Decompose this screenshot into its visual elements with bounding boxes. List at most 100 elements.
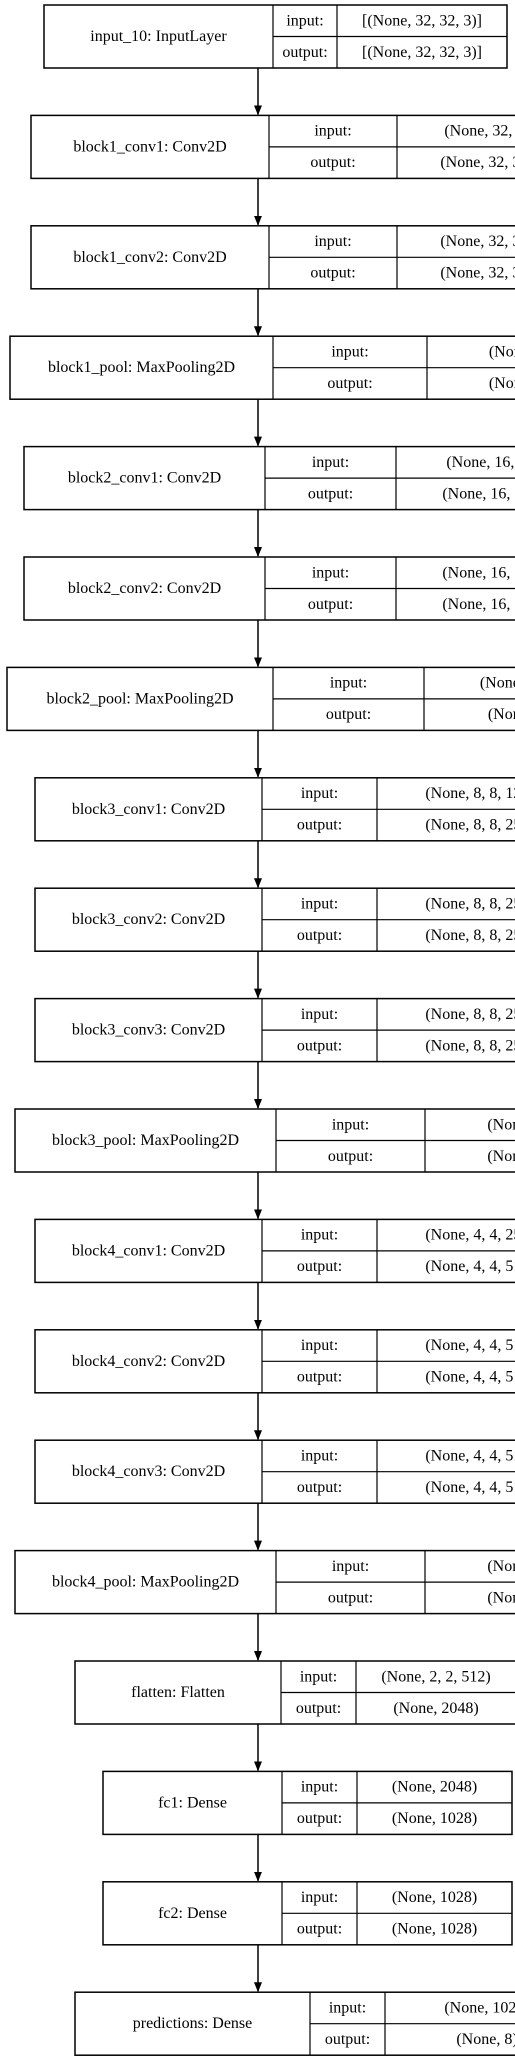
- output-label: output:: [296, 1700, 341, 1717]
- input-label: input:: [332, 1558, 369, 1575]
- output-shape: (None, 32, 32, 64): [440, 154, 515, 171]
- layer-name: block2_pool: MaxPooling2D: [46, 690, 233, 707]
- output-shape: (None, 4, 4, 512): [425, 1258, 515, 1275]
- layer-box: [14, 1108, 515, 1173]
- layer-name: block1_pool: MaxPooling2D: [48, 359, 235, 376]
- input-shape: (None, 32, 32, 64): [440, 233, 515, 250]
- layer-node: predictions: Dense input: output: (None, 10…: [74, 1991, 515, 2056]
- output-label: output:: [297, 1037, 342, 1054]
- layer-node: block3_conv2: Conv2Dinput:output:(None, …: [34, 887, 515, 952]
- layer-name: fc2: Dense: [158, 1905, 227, 1922]
- layer-node: block2_pool: MaxPooling2D input: output: (N…: [6, 666, 515, 732]
- input-label: input:: [301, 1447, 338, 1464]
- input-label: input:: [330, 675, 367, 692]
- input-label: input:: [312, 564, 349, 581]
- output-shape: (None, 32, 32, 64): [440, 265, 515, 282]
- output-shape: (None, 4, 4, 512): [425, 1479, 515, 1496]
- output-shape: (None, 8, 8, 256): [425, 817, 515, 834]
- input-label: input:: [301, 895, 338, 912]
- output-label: output:: [297, 817, 342, 834]
- layer-name: block3_conv2: Conv2D: [72, 911, 225, 928]
- input-shape: (None, 32, 32, 64): [489, 343, 515, 360]
- layer-name: block3_conv3: Conv2D: [72, 1022, 225, 1039]
- output-shape: [(None, 32, 32, 3)]: [362, 44, 482, 61]
- output-shape: (None, 2048): [393, 1700, 478, 1717]
- layer-node: block4_pool: MaxPooling2D input: output: (N…: [14, 1549, 515, 1615]
- layer-box: [74, 1991, 515, 2056]
- layer-node: block4_conv1: Conv2D input: output: (None, …: [34, 1218, 515, 1284]
- input-shape: (None, 32, 32, 3): [444, 123, 515, 140]
- output-label: output:: [310, 154, 355, 171]
- input-label: input:: [300, 1668, 337, 1685]
- input-shape: [(None, 32, 32, 3)]: [362, 12, 482, 29]
- layer-node: block4_conv3: Conv2Dinput:output:(None, …: [34, 1439, 515, 1504]
- layer-name: block2_conv2: Conv2D: [68, 580, 221, 597]
- output-shape: (None, 8, 8, 256): [425, 927, 515, 944]
- output-shape: (None, 16, 16, 64): [489, 375, 515, 392]
- nodes: input_10: InputLayerinput:output:[(None,…: [6, 4, 515, 2056]
- input-shape: (None, 8, 8, 128): [425, 785, 515, 802]
- layer-name: block4_conv2: Conv2D: [72, 1353, 225, 1370]
- input-shape: (None, 4, 4, 512): [487, 1558, 515, 1575]
- output-shape: (None, 8, 8, 128): [488, 706, 515, 723]
- input-shape: (None, 4, 4, 512): [425, 1447, 515, 1464]
- output-label: output:: [282, 44, 327, 61]
- output-shape: (None, 4, 4, 512): [425, 1369, 515, 1386]
- output-shape: (None, 2, 2, 512): [487, 1589, 515, 1606]
- input-label: input:: [314, 233, 351, 250]
- input-label: input:: [301, 1006, 338, 1023]
- input-label: input:: [332, 1116, 369, 1133]
- layer-node: block3_conv3: Conv2D input: output: (None, …: [34, 997, 515, 1063]
- output-shape: (None, 4, 4, 256): [487, 1148, 515, 1165]
- output-shape: (None, 1028): [392, 1921, 477, 1938]
- input-shape: (None, 4, 4, 512): [425, 1337, 515, 1354]
- layer-name: block1_conv2: Conv2D: [73, 249, 226, 266]
- layer-node: fc2: Dense input: output: (None, 1028) (None…: [102, 1881, 513, 1946]
- layer-name: block1_conv1: Conv2D: [73, 138, 226, 155]
- input-shape: (None, 16, 16, 64): [446, 454, 515, 471]
- output-label: output:: [310, 265, 355, 282]
- input-shape: (None, 1028): [444, 1999, 515, 2016]
- input-shape: (None, 16, 16, 128): [442, 564, 515, 581]
- input-label: input:: [301, 1337, 338, 1354]
- output-label: output:: [326, 706, 371, 723]
- input-shape: (None, 8, 8, 256): [487, 1116, 515, 1133]
- output-label: output:: [297, 1921, 342, 1938]
- input-label: input:: [301, 1889, 338, 1906]
- layer-name: block4_conv1: Conv2D: [72, 1242, 225, 1259]
- output-label: output:: [297, 1810, 342, 1827]
- output-label: output:: [297, 1479, 342, 1496]
- output-label: output:: [325, 2031, 370, 2048]
- output-shape: (None, 8, 8, 256): [425, 1037, 515, 1054]
- output-shape: (None, 16, 16, 128): [442, 596, 515, 613]
- output-label: output:: [308, 485, 353, 502]
- input-shape: (None, 16, 16, 128): [480, 675, 515, 692]
- input-shape: (None, 4, 4, 256): [425, 1227, 515, 1244]
- input-label: input:: [329, 1999, 366, 2016]
- layer-node: block2_conv2: Conv2Dinput:output:(None, …: [23, 556, 515, 621]
- output-label: output:: [327, 375, 372, 392]
- output-label: output:: [328, 1589, 373, 1606]
- output-shape: (None, 8): [456, 2031, 515, 2048]
- input-label: input:: [301, 1227, 338, 1244]
- layer-name: block4_pool: MaxPooling2D: [52, 1574, 239, 1591]
- output-shape: (None, 1028): [392, 1810, 477, 1827]
- output-label: output:: [328, 1148, 373, 1165]
- layer-name: fc1: Dense: [158, 1794, 227, 1811]
- layer-name: predictions: Dense: [133, 2015, 253, 2032]
- layer-name: block3_conv1: Conv2D: [72, 801, 225, 818]
- input-label: input:: [301, 1779, 338, 1796]
- input-shape: (None, 8, 8, 256): [425, 895, 515, 912]
- layer-name: flatten: Flatten: [131, 1684, 225, 1701]
- input-shape: (None, 1028): [392, 1889, 477, 1906]
- layer-node: block2_conv1: Conv2Dinput:output:(None, …: [23, 445, 515, 511]
- output-label: output:: [297, 1258, 342, 1275]
- input-label: input:: [312, 454, 349, 471]
- layer-node: block3_pool: MaxPooling2Dinput:output:(N…: [14, 1108, 515, 1173]
- input-label: input:: [301, 785, 338, 802]
- input-shape: (None, 8, 8, 256): [425, 1006, 515, 1023]
- output-shape: (None, 16, 16, 128): [442, 485, 515, 502]
- input-label: input:: [286, 12, 323, 29]
